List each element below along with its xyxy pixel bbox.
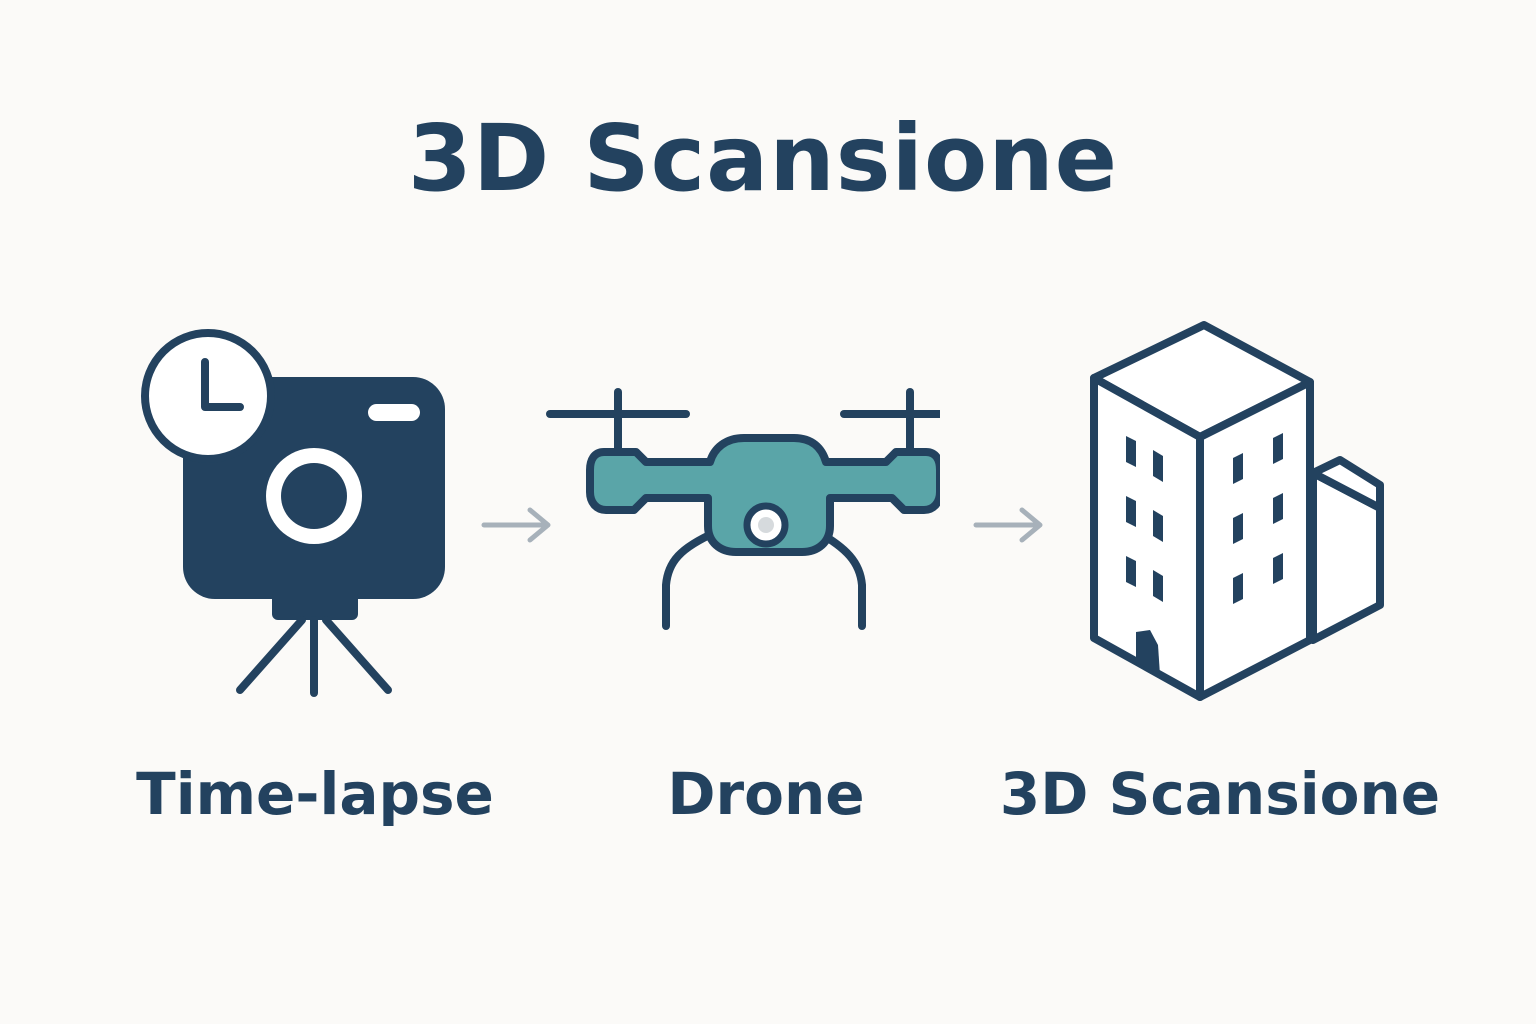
- step-label-drone: Drone: [667, 760, 865, 828]
- timelapse-camera-icon: [110, 300, 510, 720]
- step-label-3d-scan: 3D Scansione: [999, 760, 1441, 828]
- arrow-right-icon: [970, 500, 1050, 550]
- drone-icon: [540, 300, 940, 720]
- arrow-right-icon: [478, 500, 558, 550]
- step-label-timelapse: Time-lapse: [136, 760, 494, 828]
- diagram-title: 3D Scansione: [407, 105, 1119, 212]
- 3d-building-icon: [1050, 300, 1450, 720]
